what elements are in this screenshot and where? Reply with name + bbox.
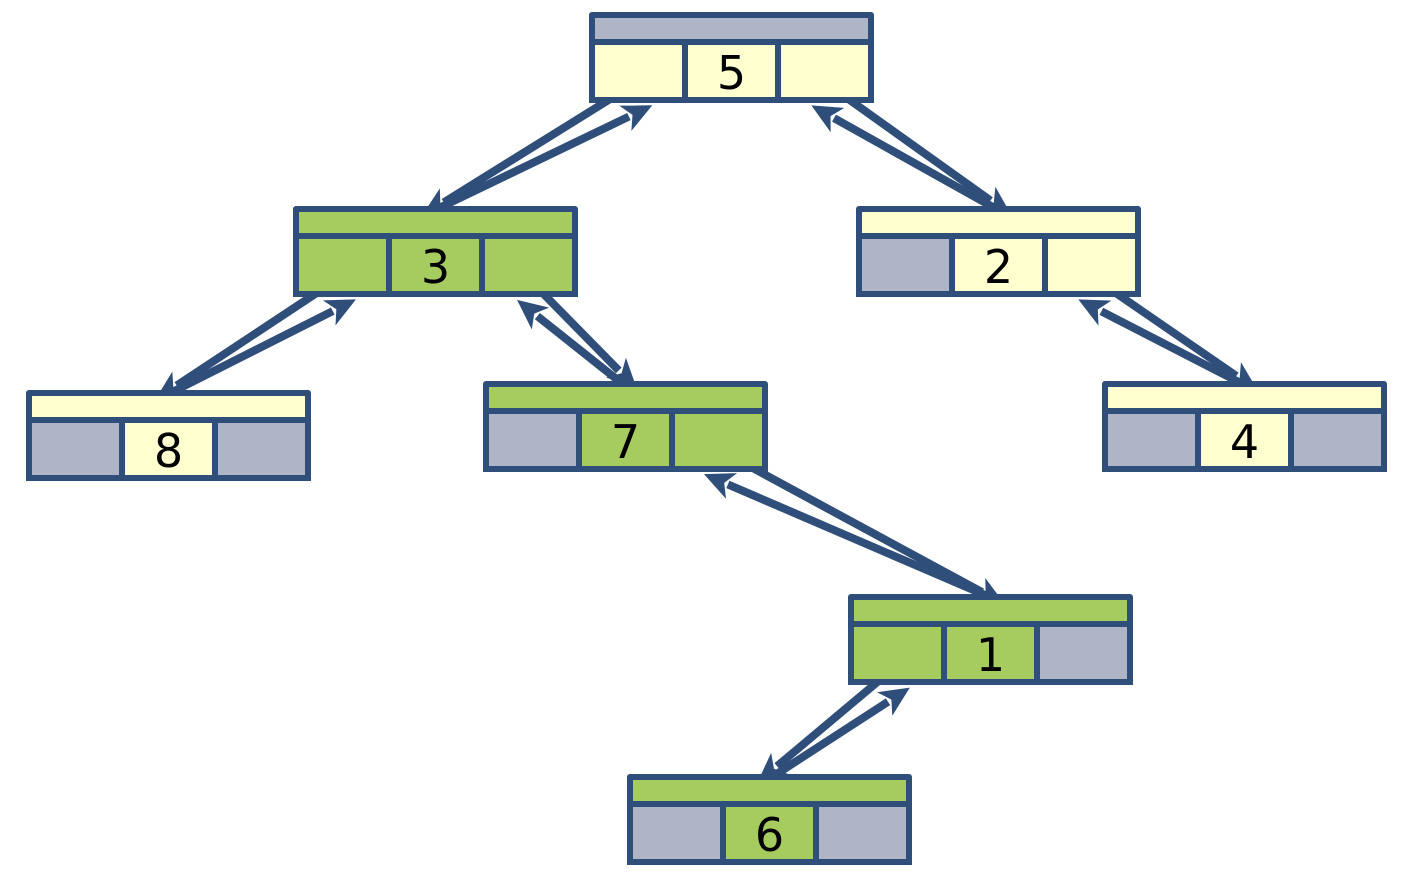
- parent-pointer-field: [589, 12, 874, 45]
- tree-node-5: 5: [589, 12, 874, 103]
- parent-pointer-field: [293, 206, 578, 239]
- left-pointer-null: [1102, 408, 1201, 472]
- node-value-label: 3: [421, 240, 450, 294]
- parent-pointer-arrow-4-to-2: [1078, 299, 1244, 387]
- node-value-label: 4: [1230, 415, 1259, 469]
- parent-pointer-field: [483, 381, 768, 414]
- node-value-label: 2: [984, 240, 1013, 294]
- tree-node-3: 3: [293, 206, 578, 297]
- right-pointer-null: [1288, 408, 1387, 472]
- node-value-label: 6: [755, 808, 784, 862]
- right-pointer-field: [479, 233, 578, 297]
- left-pointer-null: [483, 408, 582, 472]
- node-value-label: 8: [154, 424, 183, 478]
- parent-pointer-field: [856, 206, 1141, 239]
- parent-pointer-arrow-8-to-3: [170, 299, 356, 396]
- left-pointer-null: [26, 417, 125, 481]
- left-pointer-field: [589, 39, 688, 103]
- right-pointer-null: [813, 801, 912, 865]
- parent-pointer-field: [848, 594, 1133, 627]
- tree-node-2: 2: [856, 206, 1141, 297]
- right-pointer-field: [1042, 233, 1141, 297]
- parent-pointer-arrow-6-to-1: [769, 687, 910, 781]
- parent-pointer-field: [627, 774, 912, 807]
- node-value-label: 1: [976, 628, 1005, 682]
- parent-pointer-arrow-1-to-7: [703, 473, 988, 600]
- right-pointer-field: [775, 39, 874, 103]
- parent-pointer-arrow-7-to-3: [517, 299, 627, 389]
- left-pointer-field: [293, 233, 392, 297]
- right-pointer-null: [1034, 621, 1133, 685]
- right-pointer-field: [669, 408, 768, 472]
- node-value-label: 5: [717, 46, 746, 100]
- tree-node-7: 7: [483, 381, 768, 472]
- value-field: [386, 233, 485, 297]
- tree-node-4: 4: [1102, 381, 1387, 472]
- tree-nodes: 5 3 2 8 7 4 1 6: [26, 12, 1387, 865]
- parent-pointer-arrow-3-to-5: [437, 105, 653, 212]
- parent-pointer-field: [26, 390, 311, 423]
- right-pointer-null: [212, 417, 311, 481]
- tree-node-1: 1: [848, 594, 1133, 685]
- parent-pointer-arrow-2-to-5: [811, 105, 998, 212]
- left-pointer-null: [856, 233, 955, 297]
- parent-pointer-field: [1102, 381, 1387, 414]
- tree-node-8: 8: [26, 390, 311, 481]
- tree-node-6: 6: [627, 774, 912, 865]
- left-pointer-null: [627, 801, 726, 865]
- node-value-label: 7: [611, 415, 640, 469]
- left-pointer-field: [848, 621, 947, 685]
